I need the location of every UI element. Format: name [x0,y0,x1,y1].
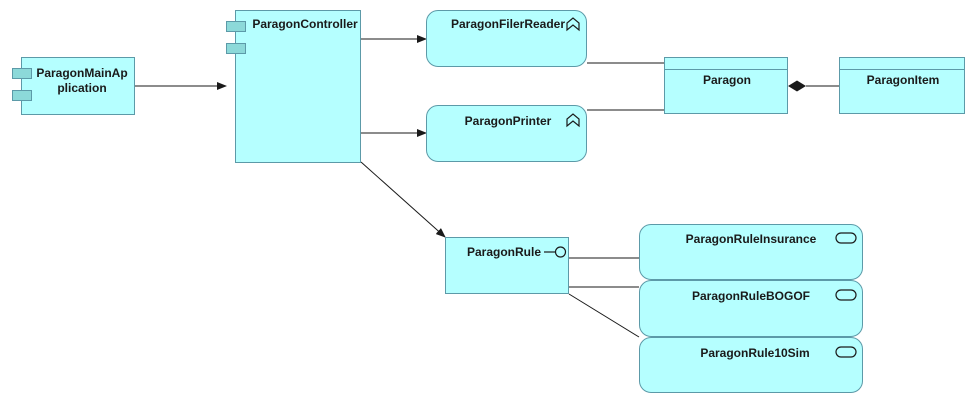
node-label: ParagonFilerReader [450,17,566,31]
service-pill-icon [835,289,857,301]
interface-lollipop-icon [544,246,567,258]
node-paragon-filer-reader[interactable]: ParagonFilerReader [426,10,587,67]
class-header-divider [665,69,787,70]
node-paragon-controller[interactable]: ParagonController [226,10,361,163]
edge-rule-to-10sim[interactable] [568,293,640,338]
node-label: ParagonMainAp plication [36,66,128,95]
function-chevron-icon [566,17,580,32]
node-paragon-rule-insurance[interactable]: ParagonRuleInsurance [639,224,863,280]
edge-controller-to-rule[interactable] [360,161,446,238]
component-icon [226,43,246,54]
node-paragon-rule-10sim[interactable]: ParagonRule10Sim [639,337,863,393]
node-label: Paragon [702,73,751,87]
component-icon [226,21,246,32]
node-paragon-printer[interactable]: ParagonPrinter [426,105,587,162]
node-label: ParagonItem [866,73,940,87]
component-icon [12,68,32,79]
node-paragon-item[interactable]: ParagonItem [839,57,965,114]
diamond-composition-icon [788,80,806,92]
node-label: ParagonRule [466,245,541,259]
node-label: ParagonRule10Sim [700,346,810,360]
function-chevron-icon [566,113,580,128]
service-pill-icon [835,346,857,358]
node-label: ParagonPrinter [464,114,552,128]
node-paragon-rule[interactable]: ParagonRule [445,237,569,294]
node-label: ParagonRuleBOGOF [691,289,810,303]
node-label: ParagonController [252,17,358,31]
node-label: ParagonRuleInsurance [685,232,817,246]
node-paragon[interactable]: Paragon [664,57,788,114]
class-header-divider [840,69,964,70]
node-paragon-rule-bogof[interactable]: ParagonRuleBOGOF [639,280,863,337]
service-pill-icon [835,232,857,244]
node-paragon-main-application[interactable]: ParagonMainAp plication [12,57,135,115]
component-icon [12,90,32,101]
